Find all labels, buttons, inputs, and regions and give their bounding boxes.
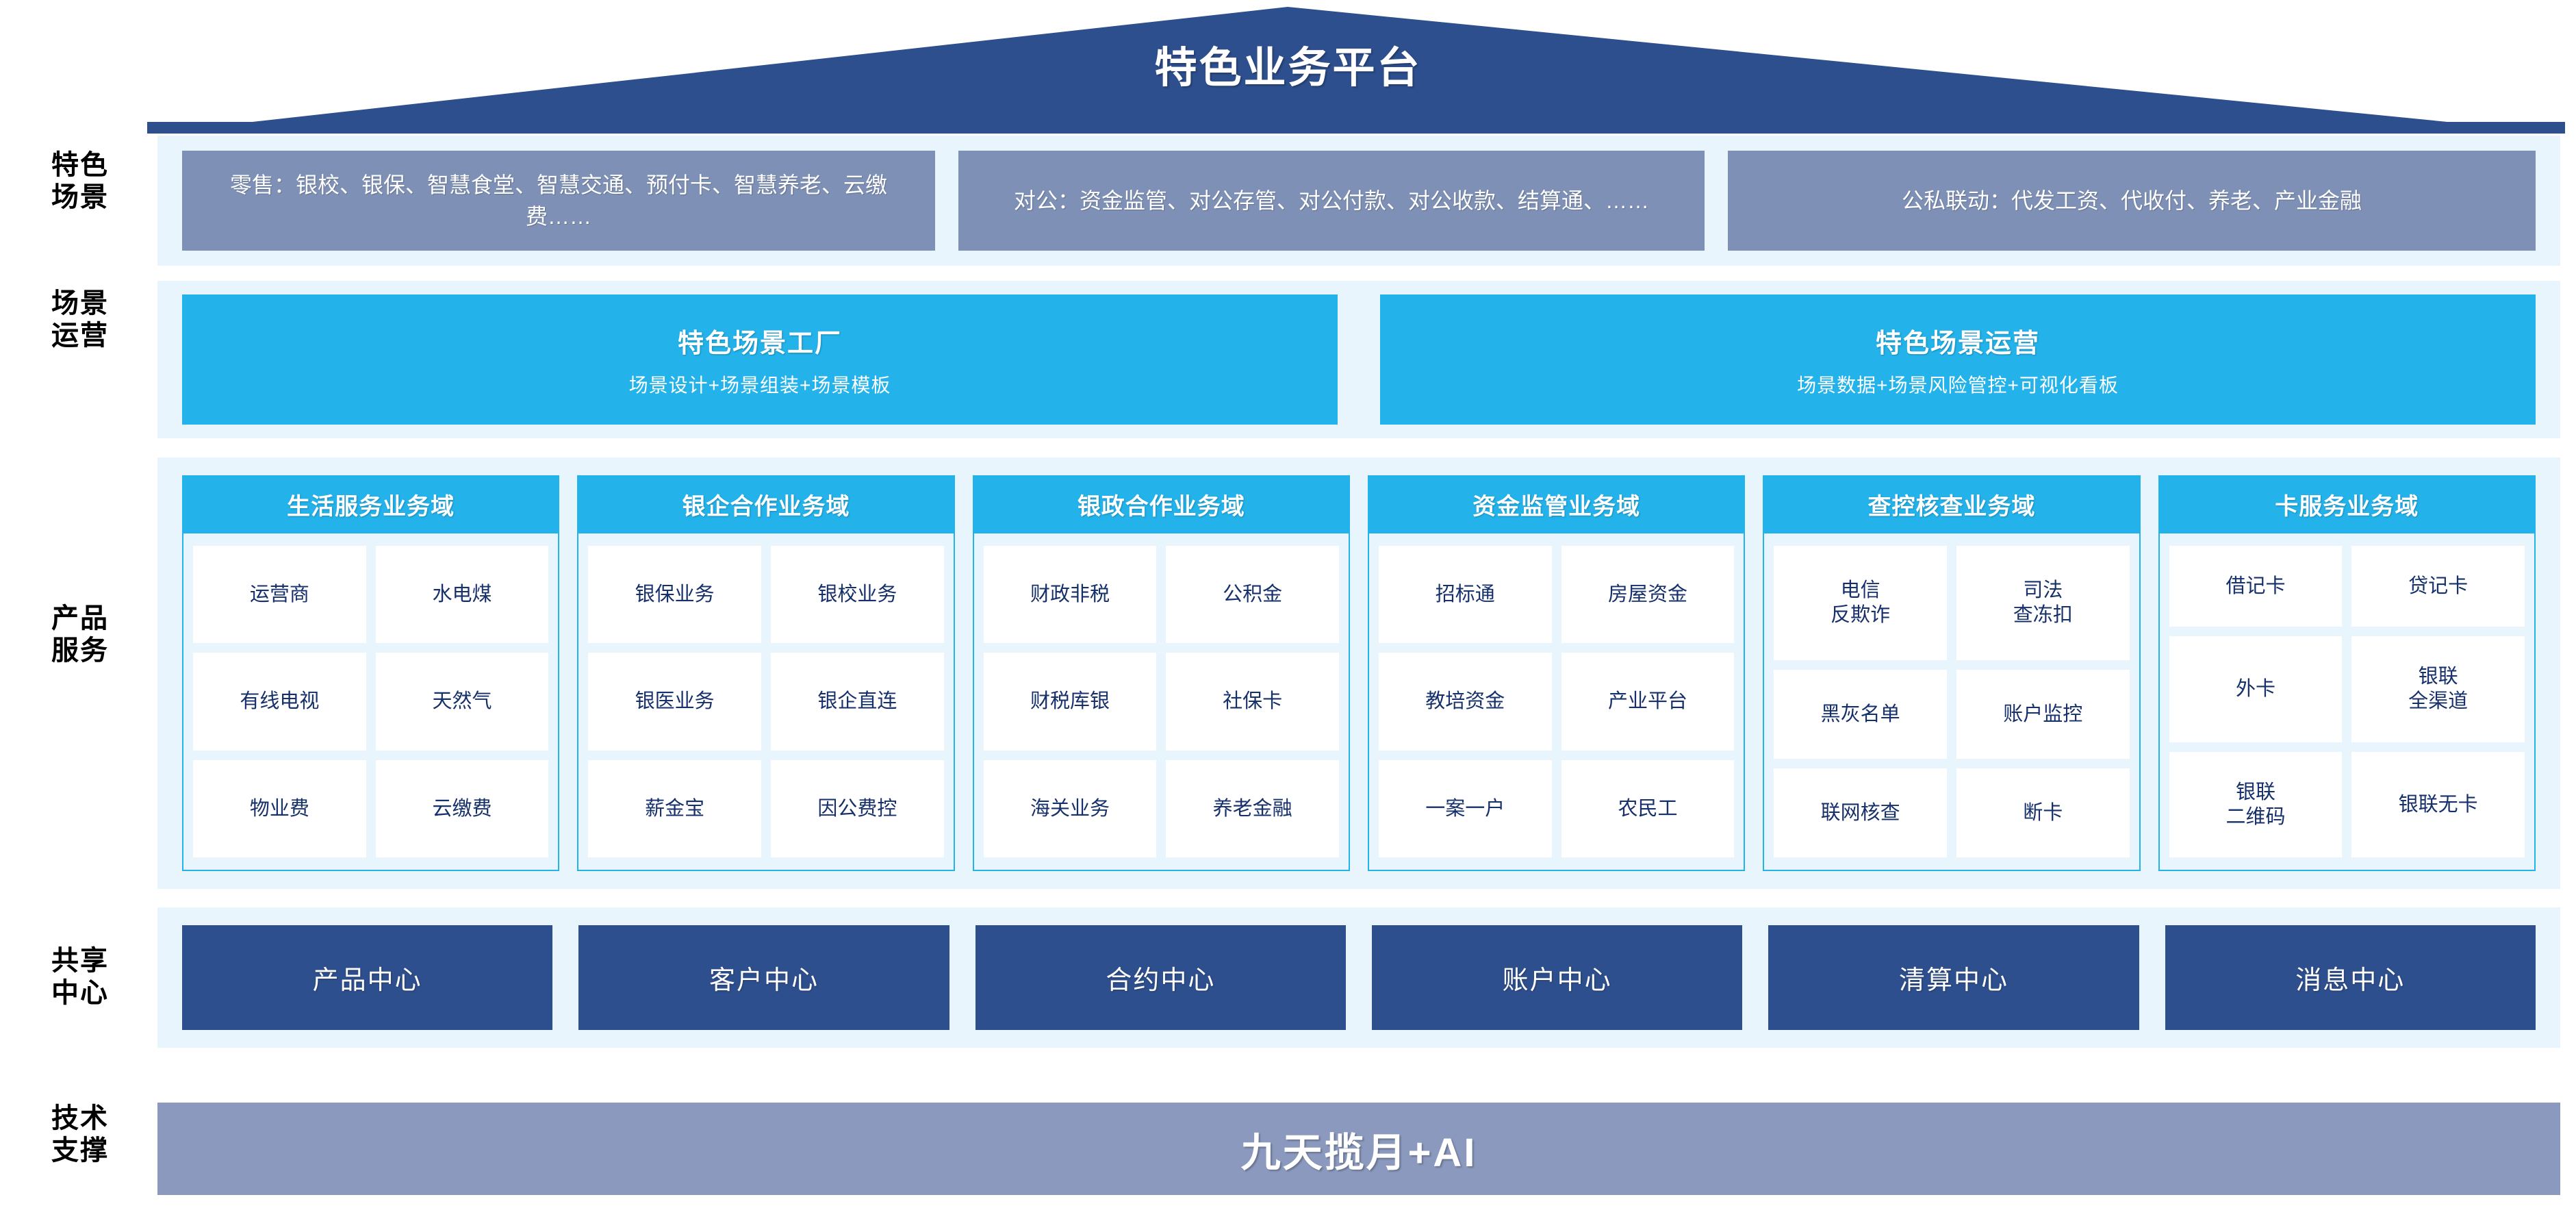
domain-item[interactable]: 薪金宝	[588, 759, 761, 857]
domain-item[interactable]: 银校业务	[770, 546, 944, 644]
domain-item[interactable]: 水电煤	[375, 546, 549, 644]
domain-item-grid: 运营商 水电煤 有线电视 天然气 物业费 云缴费	[183, 533, 558, 870]
domain-item[interactable]: 产业平台	[1561, 653, 1735, 751]
domain-item[interactable]: 有线电视	[193, 653, 366, 751]
domain-item[interactable]: 外卡	[2169, 636, 2343, 742]
domain-item[interactable]: 一案一户	[1378, 759, 1552, 857]
domain-item-grid: 电信反欺诈 司法查冻扣 黑灰名单 账户监控 联网核查 断卡	[1764, 533, 2139, 870]
shared-center-band: 产品中心 客户中心 合约中心 账户中心 清算中心 消息中心	[157, 907, 2560, 1048]
domain-item[interactable]: 财税库银	[983, 653, 1157, 751]
shared-center-clearing[interactable]: 清算中心	[1768, 925, 2139, 1030]
domain-title: 生活服务业务域	[183, 477, 559, 533]
domain-item[interactable]: 公积金	[1166, 546, 1339, 644]
rail-label-shared: 共享中心	[51, 946, 109, 1009]
domain-item[interactable]: 电信反欺诈	[1774, 546, 1947, 660]
roof-shape-icon	[147, 7, 2565, 134]
domain-column-life-service: 生活服务业务域 运营商 水电煤 有线电视 天然气 物业费 云缴费	[182, 475, 560, 871]
domain-item[interactable]: 农民工	[1561, 759, 1735, 857]
domain-item[interactable]: 黑灰名单	[1774, 669, 1947, 759]
domain-item[interactable]: 银保业务	[588, 546, 761, 644]
domain-item[interactable]: 社保卡	[1166, 653, 1339, 751]
tech-support-bar[interactable]: 九天揽月+AI	[157, 1103, 2560, 1195]
domain-item[interactable]: 运营商	[193, 546, 366, 644]
operation-box-operations[interactable]: 特色场景运营 场景数据+场景风险管控+可视化看板	[1380, 294, 2536, 425]
operation-title: 特色场景运营	[1875, 329, 2040, 358]
domain-item[interactable]: 招标通	[1378, 546, 1552, 644]
domain-item[interactable]: 养老金融	[1166, 759, 1339, 857]
operation-subtitle: 场景设计+场景组装+场景模板	[628, 374, 891, 396]
domain-item[interactable]: 因公费控	[770, 759, 944, 857]
page-title: 特色业务平台	[1154, 45, 1422, 92]
shared-center-message[interactable]: 消息中心	[2165, 925, 2536, 1030]
domain-column-fund-supervision: 资金监管业务域 招标通 房屋资金 教培资金 产业平台 一案一户 农民工	[1367, 475, 1746, 871]
shared-center-product[interactable]: 产品中心	[182, 925, 553, 1030]
rail-label-product: 产品服务	[51, 603, 109, 666]
domain-item[interactable]: 银联全渠道	[2351, 636, 2525, 742]
domain-item[interactable]: 账户监控	[1956, 669, 2130, 759]
scenario-band: 零售：银校、银保、智慧食堂、智慧交通、预付卡、智慧养老、云缴费…… 对公：资金监…	[157, 136, 2560, 266]
domain-title: 查控核查业务域	[1764, 477, 2139, 533]
product-service-band: 生活服务业务域 运营商 水电煤 有线电视 天然气 物业费 云缴费 银企合作业务域…	[157, 457, 2560, 889]
scenario-box-linkage[interactable]: 公私联动：代发工资、代收付、养老、产业金融	[1728, 151, 2536, 251]
shared-center-contract[interactable]: 合约中心	[975, 925, 1346, 1030]
rail-label-scenario: 特色场景	[51, 150, 109, 213]
domain-item[interactable]: 司法查冻扣	[1956, 546, 2130, 660]
platform-header: 特色业务平台	[0, 0, 2576, 134]
domain-column-bank-government: 银政合作业务域 财政非税 公积金 财税库银 社保卡 海关业务 养老金融	[972, 475, 1350, 871]
domain-item[interactable]: 云缴费	[375, 759, 549, 857]
domain-item[interactable]: 教培资金	[1378, 653, 1552, 751]
rail-label-tech: 技术支撑	[51, 1103, 109, 1166]
domain-column-investigation: 查控核查业务域 电信反欺诈 司法查冻扣 黑灰名单 账户监控 联网核查 断卡	[1763, 475, 2141, 871]
domain-item[interactable]: 贷记卡	[2351, 546, 2525, 627]
domain-item[interactable]: 银联二维码	[2169, 751, 2343, 857]
operation-title: 特色场景工厂	[677, 329, 842, 358]
domain-title: 卡服务业务域	[2159, 477, 2534, 533]
domain-item[interactable]: 银企直连	[770, 653, 944, 751]
rail-label-operation: 场景运营	[51, 288, 109, 351]
domain-item[interactable]: 房屋资金	[1561, 546, 1735, 644]
shared-center-account[interactable]: 账户中心	[1371, 925, 1743, 1030]
domain-title: 银政合作业务域	[973, 477, 1349, 533]
domain-item[interactable]: 财政非税	[983, 546, 1157, 644]
domain-item[interactable]: 天然气	[375, 653, 549, 751]
domain-item[interactable]: 联网核查	[1774, 768, 1947, 857]
domain-item[interactable]: 银医业务	[588, 653, 761, 751]
operation-band: 特色场景工厂 场景设计+场景组装+场景模板 特色场景运营 场景数据+场景风险管控…	[157, 281, 2560, 438]
operation-box-factory[interactable]: 特色场景工厂 场景设计+场景组装+场景模板	[182, 294, 1338, 425]
scenario-box-corporate[interactable]: 对公：资金监管、对公存管、对公付款、对公收款、结算通、……	[958, 151, 1705, 251]
domain-item[interactable]: 断卡	[1956, 768, 2130, 857]
shared-center-customer[interactable]: 客户中心	[578, 925, 949, 1030]
domain-title: 资金监管业务域	[1368, 477, 1744, 533]
domain-item[interactable]: 银联无卡	[2351, 751, 2525, 857]
domain-item[interactable]: 借记卡	[2169, 546, 2343, 627]
domain-item-grid: 财政非税 公积金 财税库银 社保卡 海关业务 养老金融	[974, 533, 1349, 870]
domain-item-grid: 银保业务 银校业务 银医业务 银企直连 薪金宝 因公费控	[578, 533, 953, 870]
operation-subtitle: 场景数据+场景风险管控+可视化看板	[1797, 374, 2119, 396]
domain-item-grid: 借记卡 贷记卡 外卡 银联全渠道 银联二维码 银联无卡	[2160, 533, 2534, 870]
domain-item[interactable]: 海关业务	[983, 759, 1157, 857]
domain-item-grid: 招标通 房屋资金 教培资金 产业平台 一案一户 农民工	[1369, 533, 1744, 870]
domain-column-card-service: 卡服务业务域 借记卡 贷记卡 外卡 银联全渠道 银联二维码 银联无卡	[2158, 475, 2536, 871]
scenario-box-retail[interactable]: 零售：银校、银保、智慧食堂、智慧交通、预付卡、智慧养老、云缴费……	[182, 151, 935, 251]
domain-column-bank-enterprise: 银企合作业务域 银保业务 银校业务 银医业务 银企直连 薪金宝 因公费控	[577, 475, 955, 871]
domain-title: 银企合作业务域	[578, 477, 954, 533]
domain-item[interactable]: 物业费	[193, 759, 366, 857]
